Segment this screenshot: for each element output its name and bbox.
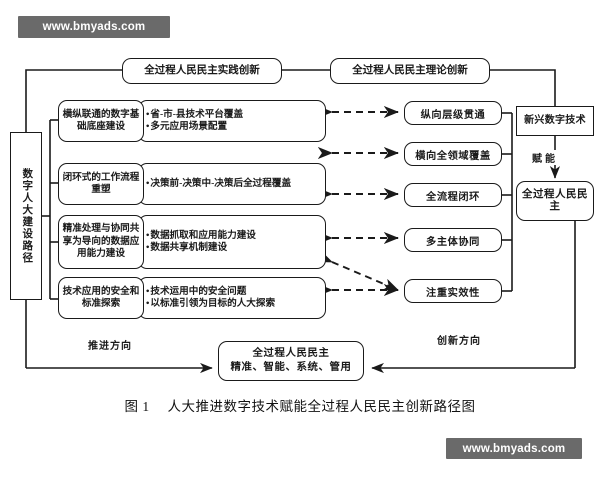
pathway-4-bullet-1: 技术运用中的安全问题 — [145, 286, 321, 298]
figure-caption-text: 人大推进数字技术赋能全过程人民民主创新路径图 — [167, 399, 476, 414]
pathway-2-detail: 决策前-决策中-决策后全过程覆盖 — [138, 163, 326, 205]
feature-node-5: 注重实效性 — [404, 279, 502, 303]
edge-label-empower: 赋能 — [530, 150, 560, 165]
figure-caption: 图 1 人大推进数字技术赋能全过程人民民主创新路径图 — [0, 395, 600, 415]
pathway-4-bullet-2: 以标准引领为目标的人大探索 — [145, 298, 321, 310]
node-emerging-technology: 新兴数字技术 — [516, 106, 594, 136]
node-summary: 全过程人民民主 精准、智能、系统、管用 — [218, 341, 364, 381]
feature-node-2: 横向全领域覆盖 — [404, 142, 502, 166]
pathway-2-bullet-1: 决策前-决策中-决策后全过程覆盖 — [145, 178, 321, 190]
pathway-3-detail: 数据抓取和应用能力建设 数据共享机制建设 — [138, 215, 326, 269]
pathway-4-detail: 技术运用中的安全问题 以标准引领为目标的人大探索 — [138, 277, 326, 319]
edge-label-push-direction: 推进方向 — [86, 337, 134, 352]
watermark-bottom: www.bmyads.com — [446, 438, 582, 459]
node-root-path: 数字人大建设路径 — [10, 132, 42, 300]
node-theory-innovation: 全过程人民民主理论创新 — [330, 58, 490, 84]
node-summary-line-1: 全过程人民民主 — [252, 347, 330, 359]
feature-node-1: 纵向层级贯通 — [404, 101, 502, 125]
pathway-3-bullet-1: 数据抓取和应用能力建设 — [145, 230, 321, 242]
pathway-3-bullet-2: 数据共享机制建设 — [145, 242, 321, 254]
figure-number: 图 1 — [124, 399, 150, 414]
node-practice-innovation: 全过程人民民主实践创新 — [122, 58, 282, 84]
pathway-2-label: 闭环式的工作流程重塑 — [58, 163, 144, 205]
pathway-1-label: 横纵联通的数字基础底座建设 — [58, 100, 144, 142]
feature-node-3: 全流程闭环 — [404, 183, 502, 207]
edge-label-innovation-direction: 创新方向 — [435, 332, 483, 347]
pathway-1-bullet-2: 多元应用场景配置 — [145, 121, 321, 133]
pathway-3-label: 精准处理与协同共享为导向的数据应用能力建设 — [58, 215, 144, 269]
pathway-1-bullet-1: 省-市-县技术平台覆盖 — [145, 109, 321, 121]
node-root-path-label: 数字人大建设路径 — [21, 168, 33, 264]
pathway-4-label: 技术应用的安全和标准探索 — [58, 277, 144, 319]
node-summary-line-2: 精准、智能、系统、管用 — [230, 362, 352, 373]
watermark-top: www.bmyads.com — [18, 16, 170, 38]
pathway-1-detail: 省-市-县技术平台覆盖 多元应用场景配置 — [138, 100, 326, 142]
node-whole-process-democracy: 全过程人民民主 — [516, 181, 594, 221]
feature-node-4: 多主体协同 — [404, 228, 502, 252]
